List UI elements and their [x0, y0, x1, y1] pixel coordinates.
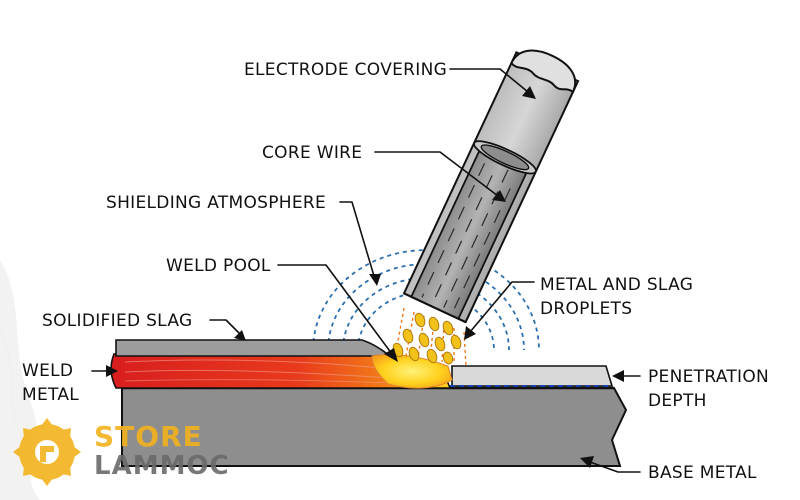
- label-droplets: DROPLETS: [540, 299, 632, 319]
- saw-blade-icon: [13, 418, 81, 486]
- metal-droplets: [392, 312, 462, 365]
- label-weld: WELD: [22, 361, 73, 381]
- label-base-metal: BASE METAL: [648, 463, 757, 483]
- electrode: [402, 49, 580, 324]
- label-weld-pool: WELD POOL: [166, 256, 271, 276]
- label-depth: DEPTH: [648, 391, 707, 411]
- watermark-lammoc: LAMMOC: [94, 451, 230, 481]
- label-metal-and-slag: METAL AND SLAG: [540, 275, 693, 295]
- label-core-wire: CORE WIRE: [262, 143, 362, 163]
- label-shielding-atmosphere: SHIELDING ATMOSPHERE: [106, 193, 326, 213]
- labels: ELECTRODE COVERING CORE WIRE SHIELDING A…: [22, 60, 769, 483]
- label-metal: METAL: [22, 385, 79, 405]
- watermark-store: STORE: [94, 420, 203, 453]
- core-wire-body: [410, 145, 530, 320]
- penetration-plate: [450, 365, 614, 387]
- watermark-logo: STORE LAMMOC: [13, 418, 230, 486]
- label-solidified-slag: SOLIDIFIED SLAG: [42, 311, 192, 331]
- weld-metal-bead: [110, 353, 452, 389]
- label-penetration: PENETRATION: [648, 367, 769, 387]
- leader-lines: [91, 68, 641, 473]
- label-electrode-covering: ELECTRODE COVERING: [244, 60, 447, 80]
- solidified-slag-layer: [115, 339, 393, 357]
